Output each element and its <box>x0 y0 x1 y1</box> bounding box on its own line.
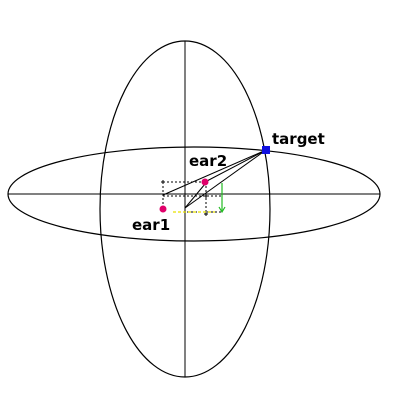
ray-lines <box>162 149 267 209</box>
target-label: target <box>272 130 325 148</box>
projection-box <box>162 181 221 215</box>
ray-ear2-to-target <box>204 149 267 183</box>
ear-connector <box>184 183 206 209</box>
target-marker <box>262 146 270 154</box>
ear2-marker <box>201 178 209 186</box>
vertical-guide <box>218 183 226 214</box>
tick-marks <box>161 180 208 216</box>
ear1-marker <box>159 205 167 213</box>
ray-center-to-target <box>184 149 267 209</box>
ear2-label: ear2 <box>189 152 227 170</box>
ray-ear1-to-target <box>162 149 267 196</box>
ear1-label: ear1 <box>132 216 170 234</box>
